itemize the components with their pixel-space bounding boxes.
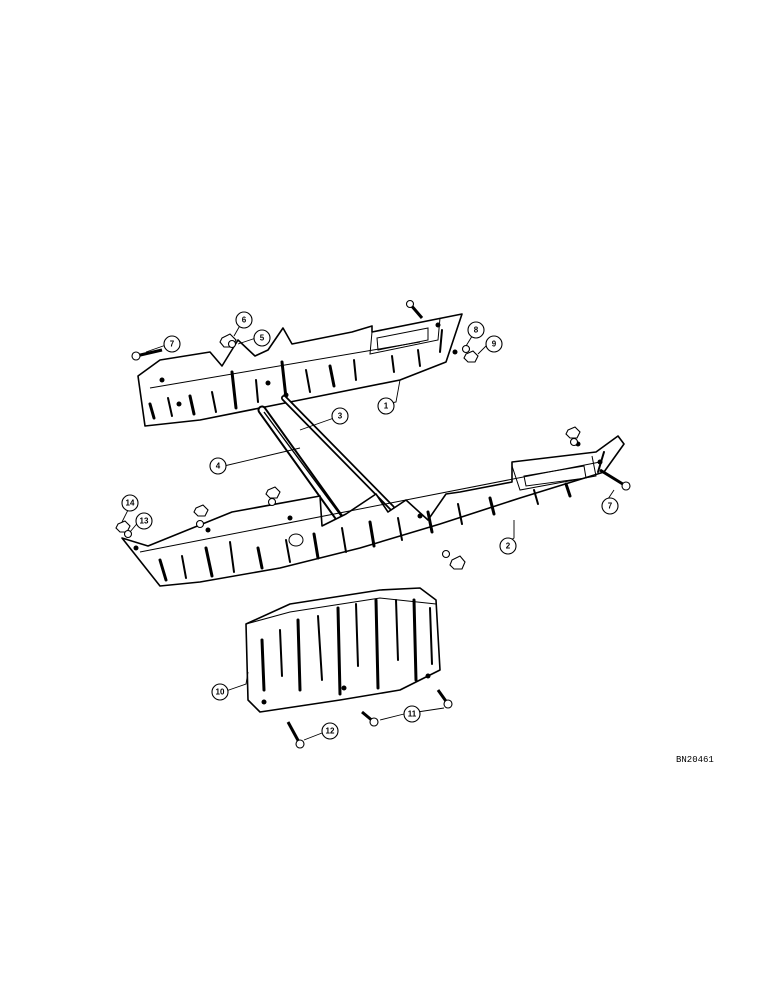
callout-11: 11 (403, 705, 421, 723)
svg-text:7: 7 (170, 340, 175, 349)
bolt-icon (436, 689, 453, 709)
callout-1: 1 (377, 397, 395, 415)
callout-8: 8 (467, 321, 485, 339)
svg-text:5: 5 (260, 334, 265, 343)
lower-side-rail (121, 435, 625, 587)
washer-icon (441, 549, 451, 559)
svg-text:7: 7 (608, 502, 613, 511)
washer-icon (569, 437, 579, 447)
washer-icon (267, 497, 277, 507)
upper-side-rail (137, 313, 463, 427)
callout-2: 2 (499, 537, 517, 555)
bolt-icon (599, 468, 631, 491)
bolt-icon (361, 710, 379, 727)
callout-14: 14 (121, 494, 139, 512)
svg-text:9: 9 (492, 340, 497, 349)
svg-text:8: 8 (474, 326, 479, 335)
callout-7-upper: 7 (163, 335, 181, 353)
callout-6: 6 (235, 311, 253, 329)
callout-12: 12 (321, 722, 339, 740)
callout-7-right: 7 (601, 497, 619, 515)
svg-text:6: 6 (242, 316, 247, 325)
bolt-icon (405, 299, 424, 319)
svg-text:13: 13 (140, 517, 149, 526)
nut-icon (463, 350, 479, 363)
reference-code: BN20461 (676, 755, 714, 765)
fasteners (115, 299, 631, 749)
svg-text:11: 11 (408, 710, 417, 719)
callout-3: 3 (331, 407, 349, 425)
svg-text:14: 14 (126, 499, 135, 508)
callout-13: 13 (135, 512, 153, 530)
guard-plate (245, 587, 441, 713)
bolt-icon (131, 348, 163, 361)
nut-icon (193, 504, 209, 517)
svg-text:1: 1 (384, 402, 389, 411)
nut-icon (565, 426, 581, 439)
svg-text:12: 12 (326, 727, 335, 736)
washer-icon (123, 529, 133, 539)
nut-icon (265, 486, 281, 499)
svg-text:2: 2 (506, 542, 511, 551)
callout-leaders (121, 321, 615, 741)
callout-5: 5 (253, 329, 271, 347)
washer-icon (195, 519, 205, 529)
svg-text:10: 10 (216, 688, 225, 697)
bolt-icon (286, 721, 305, 749)
svg-text:4: 4 (216, 462, 221, 471)
nut-icon (449, 555, 466, 570)
callout-10: 10 (211, 683, 229, 701)
svg-text:3: 3 (338, 412, 343, 421)
cross-shaft-4 (257, 405, 353, 535)
cross-shaft-3 (281, 395, 395, 511)
washer-icon (461, 344, 471, 354)
upper-rail-shading (148, 329, 443, 420)
callout-9: 9 (485, 335, 503, 353)
washer-icon (227, 339, 237, 349)
callout-4: 4 (209, 457, 227, 475)
lower-rail-shading (158, 451, 605, 582)
callouts: 1 2 3 4 5 6 7 7 (121, 311, 619, 740)
guard-plate-shading (260, 598, 433, 696)
